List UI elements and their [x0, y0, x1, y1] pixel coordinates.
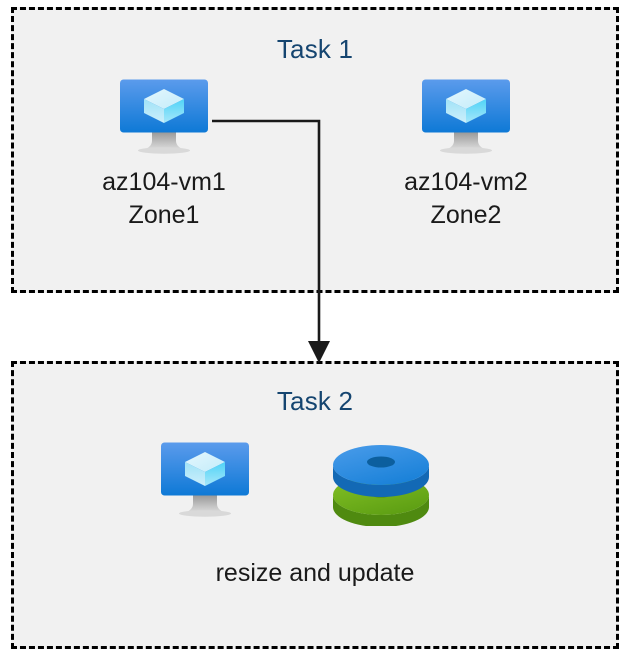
task-2-title: Task 2 — [276, 386, 354, 416]
node-task2-vm[interactable] — [147, 441, 263, 519]
vm2-zone-label: Zone2 — [430, 201, 502, 229]
virtual-machine-icon — [414, 78, 518, 156]
blue-disk — [333, 445, 429, 497]
node-az104-vm1[interactable]: az104-vm1 Zone1 — [58, 78, 270, 232]
arrowhead-down-icon — [308, 341, 330, 363]
virtual-machine-icon — [153, 441, 257, 519]
task-1-title: Task 1 — [276, 34, 354, 64]
node-managed-disks[interactable] — [330, 444, 440, 526]
task-2-caption-wrap: resize and update — [14, 557, 616, 590]
vm1-zone-label: Zone1 — [128, 201, 200, 229]
managed-disks-icon — [333, 445, 429, 526]
node-label-block: az104-vm2 Zone2 — [360, 166, 572, 232]
task-2-panel: Task 2 resize and update — [11, 361, 619, 649]
vm1-name-label: az104-vm1 — [102, 168, 226, 196]
virtual-machine-icon — [112, 78, 216, 156]
node-az104-vm2[interactable]: az104-vm2 Zone2 — [360, 78, 572, 232]
vm2-name-label: az104-vm2 — [404, 168, 528, 196]
task-2-caption: resize and update — [215, 559, 415, 587]
node-label-block: az104-vm1 Zone1 — [58, 166, 270, 232]
